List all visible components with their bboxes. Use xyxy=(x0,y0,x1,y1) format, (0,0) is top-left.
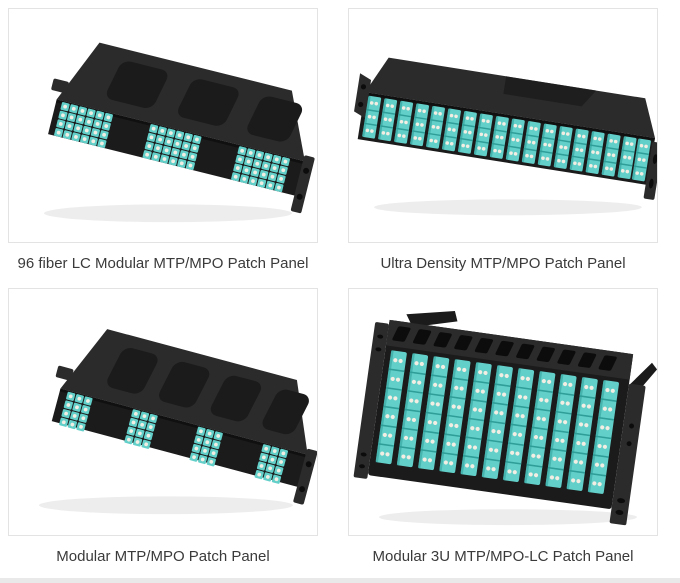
bottom-divider xyxy=(0,578,680,583)
product-card-modular-3u: Modular 3U MTP/MPO-LC Patch Panel xyxy=(348,288,658,567)
product-caption-ultra-density[interactable]: Ultra Density MTP/MPO Patch Panel xyxy=(380,255,626,272)
product-photo-ultra-density[interactable] xyxy=(348,8,658,243)
product-photo-modular[interactable] xyxy=(8,288,318,537)
patch-panel-ultra-density-illustration xyxy=(354,57,657,216)
patch-panel-1u-drawer-illustration xyxy=(44,42,315,223)
product-photo-96-fiber-lc-modular[interactable] xyxy=(8,8,318,243)
product-card-ultra-density: Ultra Density MTP/MPO Patch Panel xyxy=(348,8,658,274)
patch-panel-modular-drawer-illustration xyxy=(39,329,317,515)
product-photo-modular-3u[interactable] xyxy=(348,288,658,537)
product-card-modular: Modular MTP/MPO Patch Panel xyxy=(8,288,318,567)
product-caption-modular-3u[interactable]: Modular 3U MTP/MPO-LC Patch Panel xyxy=(372,548,634,566)
patch-panel-3u-illustration xyxy=(353,311,657,526)
product-caption-modular[interactable]: Modular MTP/MPO Patch Panel xyxy=(56,548,270,566)
product-card-96-fiber: 96 fiber LC Modular MTP/MPO Patch Panel xyxy=(8,8,318,274)
product-caption-96-fiber[interactable]: 96 fiber LC Modular MTP/MPO Patch Panel xyxy=(17,255,309,272)
